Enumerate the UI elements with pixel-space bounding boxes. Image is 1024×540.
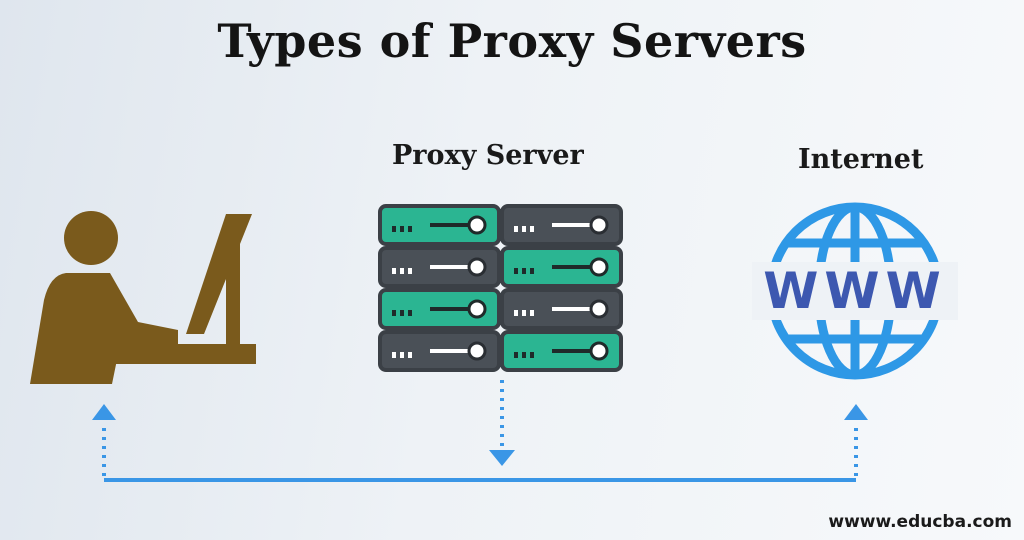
arrow-up-icon [92,404,116,420]
server-unit [378,246,501,288]
server-rack-icon [378,204,623,372]
www-globe-icon: WWW [752,202,958,380]
server-unit [500,330,623,372]
server-unit [500,246,623,288]
arrow-up-icon [844,404,868,420]
www-text: WWW [763,262,946,320]
connector-lines [92,380,868,482]
user-at-computer-icon [30,211,256,384]
server-unit [378,204,501,246]
page-title: Types of Proxy Servers [217,14,807,68]
source-url: wwww.educba.com [828,512,1012,532]
server-unit [378,288,501,330]
server-unit [378,330,501,372]
proxy-server-label: Proxy Server [392,140,584,171]
server-unit [500,204,623,246]
internet-label: Internet [798,144,924,175]
server-unit [500,288,623,330]
arrow-down-icon [489,450,515,466]
